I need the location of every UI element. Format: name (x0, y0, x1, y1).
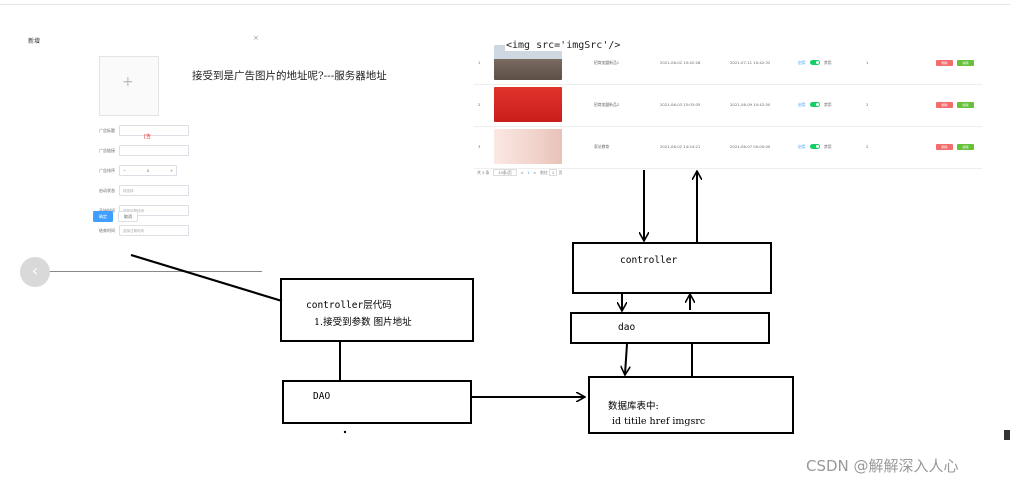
pager-total: 共 3 条 (477, 170, 490, 175)
next-page-icon[interactable]: > (533, 170, 537, 175)
edge-mark (1004, 430, 1010, 440)
prev-page-icon[interactable]: < (520, 170, 524, 175)
dao-to-db-down-arrow (625, 343, 627, 374)
goto-input[interactable]: 1 (548, 169, 558, 176)
controller-right-box: controller (572, 242, 772, 294)
label-status: 启动状态 (99, 188, 115, 193)
end-time-input[interactable]: 选择日期时间 (119, 225, 189, 236)
stepper-minus[interactable]: − (123, 169, 126, 173)
edit-button[interactable]: 编辑 (957, 60, 974, 66)
img-tag-annotation: <img src='imgSrc'/> (505, 40, 622, 51)
row-expires: 2021-07-11 10:42:32 (730, 60, 771, 65)
stepper-plus[interactable]: + (170, 169, 173, 173)
database-box: 数据库表中: id titile href imgsrc (588, 376, 794, 434)
table-row: 3 家访教育 2021-06-02 14:24:21 2021-06-07 00… (474, 126, 982, 169)
row-title: 招商加盟新品2 (594, 102, 620, 107)
controller-left-line2: 1.接受到参数 图片地址 (314, 317, 412, 328)
switch-label-on: 启用 (798, 144, 806, 149)
pagination: 共 3 条 10条/页 < 1 > 前往 1 页 (477, 169, 563, 176)
button-to-controller-line (130, 253, 283, 303)
confirm-button[interactable]: 确定 (93, 211, 113, 222)
row-index: 1 (478, 60, 481, 65)
database-line1: 数据库表中: (608, 401, 659, 412)
status-switch[interactable] (810, 60, 820, 65)
row-created: 2021-06-02 10:42:28 (660, 60, 701, 65)
row-sort: 1 (866, 60, 869, 65)
label-order: 广告排序 (99, 168, 115, 173)
switch-label-off: 禁用 (824, 60, 832, 65)
cancel-button[interactable]: 取消 (118, 211, 138, 222)
dao-right-label: dao (618, 322, 636, 333)
chevron-left-icon[interactable]: ‹ (20, 257, 50, 287)
delete-button[interactable]: 删除 (936, 102, 953, 108)
delete-button[interactable]: 删除 (936, 60, 953, 66)
status-switch[interactable] (810, 144, 820, 149)
title-input[interactable] (119, 125, 189, 136)
ad-thumbnail (494, 129, 562, 164)
dao-left-box: DAO (282, 380, 472, 424)
row-title: 家访教育 (594, 144, 610, 149)
row-sort: 2 (866, 144, 869, 149)
watermark: CSDN @解解深入人心 (806, 457, 959, 475)
edit-button[interactable]: 编辑 (957, 144, 974, 150)
row-expires: 2021-06-09 10:42:50 (730, 102, 771, 107)
controller-left-box: controller层代码 1.接受到参数 图片地址 (280, 278, 474, 342)
row-sort: 2 (866, 102, 869, 107)
plus-icon: + (122, 74, 134, 90)
add-dialog: 新增 × 广告图片 + 广告标题 广告链接 广告排序 − 0 + 启动状态 请选… (20, 32, 265, 272)
ad-thumbnail (494, 87, 562, 122)
dialog-title: 新增 (28, 38, 41, 45)
status-select[interactable]: 请选择 (119, 185, 189, 196)
close-icon[interactable]: × (253, 34, 259, 42)
row-index: 3 (478, 144, 481, 149)
row-expires: 2021-06-07 00:00:00 (730, 144, 771, 149)
status-placeholder: 请选择 (123, 189, 134, 193)
annotation-note: 接受到是广告图片的地址呢?---服务器地址 (192, 70, 387, 82)
goto-label: 前往 (540, 170, 548, 175)
label-start: 开始时间 (55, 208, 115, 214)
dao-left-label: DAO (313, 391, 331, 402)
goto-unit: 页 (558, 170, 563, 175)
switch-label-off: 禁用 (824, 144, 832, 149)
link-input[interactable] (119, 145, 189, 156)
database-line2: id titile href imgsrc (612, 416, 706, 427)
page-size-select[interactable]: 10条/页 (493, 169, 517, 176)
end-placeholder: 选择日期时间 (123, 229, 144, 233)
label-title: 广告标题 (99, 128, 115, 133)
stepper-value: 0 (146, 169, 150, 173)
edit-button[interactable]: 编辑 (957, 102, 974, 108)
switch-label-on: 启用 (798, 102, 806, 107)
row-created: 2021-06-03 15:03:05 (660, 102, 701, 107)
switch-label-on: 启用 (798, 60, 806, 65)
controller-left-line1: controller层代码 (306, 300, 392, 311)
label-link: 广告链接 (99, 148, 115, 153)
delete-button[interactable]: 删除 (936, 144, 953, 150)
page-number[interactable]: 1 (527, 170, 530, 175)
controller-right-label: controller (620, 255, 678, 266)
red-annotation: [告 (144, 134, 151, 140)
status-switch[interactable] (810, 102, 820, 107)
top-divider (0, 4, 1010, 5)
order-stepper[interactable]: − 0 + (119, 165, 177, 176)
ad-table: 1 招商加盟新品1 2021-06-02 10:42:28 2021-07-11… (474, 42, 982, 170)
row-index: 2 (478, 102, 481, 107)
switch-label-off: 禁用 (824, 102, 832, 107)
dao-right-box: dao (570, 312, 770, 344)
divider-line (20, 271, 262, 272)
image-uploader[interactable]: + (99, 56, 159, 116)
label-end: 结束时间 (99, 228, 115, 233)
table-row: 2 招商加盟新品2 2021-06-03 15:03:05 2021-06-09… (474, 84, 982, 127)
row-title: 招商加盟新品1 (594, 60, 620, 65)
row-created: 2021-06-02 14:24:21 (660, 144, 701, 149)
